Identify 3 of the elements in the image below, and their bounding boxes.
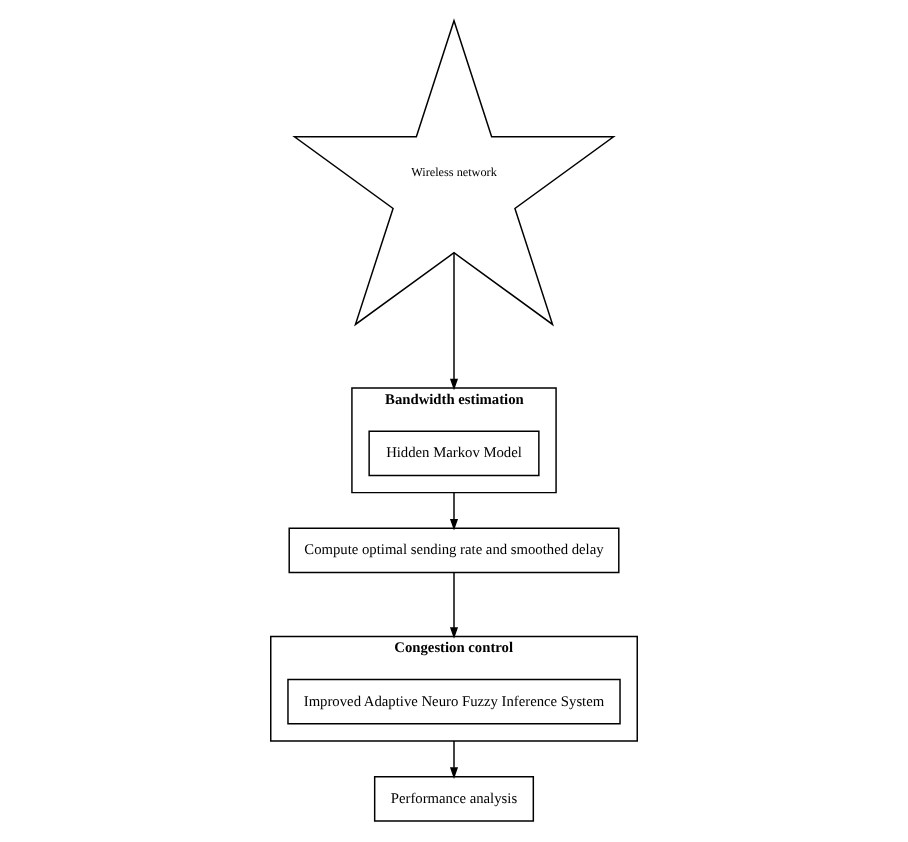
arrow bbox=[449, 740, 459, 779]
arrow bbox=[449, 571, 459, 639]
arrow bbox=[449, 491, 459, 531]
